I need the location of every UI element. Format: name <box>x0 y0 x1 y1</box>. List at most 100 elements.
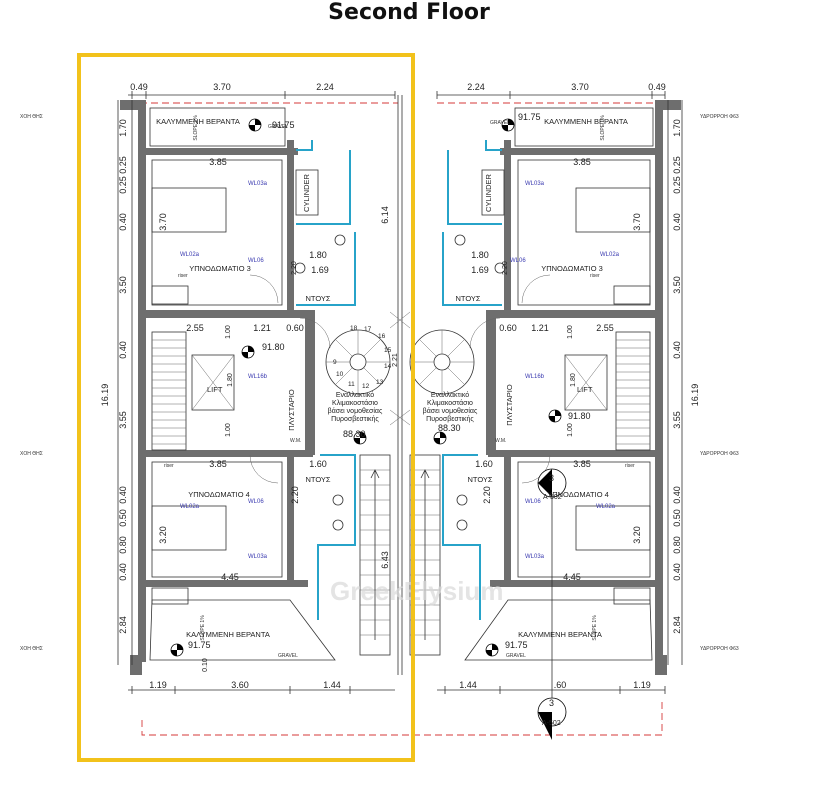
dim-label: 3.70 <box>213 82 231 92</box>
window-tag: WL06 <box>510 258 526 264</box>
dim-label: 0.40 <box>118 213 128 231</box>
room-label: ΥΠΝΟΔΩΜΑΤΙΟ 4 <box>547 490 609 499</box>
right-unit <box>409 100 681 675</box>
cylinder-box <box>295 169 319 216</box>
toilet-icon <box>332 519 344 531</box>
gravel-label: GRAVEL <box>506 653 526 659</box>
room-label: CYLINDER <box>484 173 493 212</box>
dim-label: 1.44 <box>323 680 341 690</box>
side-stair <box>151 331 187 451</box>
room-label: ΝΤΟΥΣ <box>467 475 492 484</box>
slope-label: SLOPE 1% <box>193 115 199 141</box>
stair-note-line: Πυροσβεστικής <box>331 416 379 423</box>
dim-label: 0.60 <box>499 323 517 333</box>
wall <box>663 100 681 110</box>
dim-label: 2.20 <box>502 261 509 275</box>
room-label: CYLINDER <box>302 173 311 212</box>
bed-icon <box>575 187 651 233</box>
wall <box>490 310 663 318</box>
dim-label: 3.55 <box>118 411 128 429</box>
wardrobe <box>613 587 651 605</box>
dim-label: 1.19 <box>149 680 167 690</box>
veranda-bottom <box>464 599 653 661</box>
toilet-icon <box>294 262 306 274</box>
dim-label: 3.70 <box>632 213 642 231</box>
slope-label: SLOPE 1% <box>600 115 606 141</box>
dim-label: 1.60 <box>309 459 327 469</box>
room-label: ΚΑΛΥΜΜΕΝΗ ΒΕΡΑΝΤΑ <box>156 117 240 126</box>
straight-stair <box>409 454 441 656</box>
dim-label: 3.20 <box>158 526 168 544</box>
stair-note-line: Κλιμακοστάσιο <box>332 399 378 407</box>
wall <box>287 455 294 585</box>
wardrobe <box>151 587 189 605</box>
dim-label: 0.40 <box>672 213 682 231</box>
dim-label: 2.20 <box>291 261 298 275</box>
stair-step-number: 17 <box>364 326 372 333</box>
veranda-top <box>514 107 654 147</box>
toilet-icon <box>456 494 468 506</box>
stair-step-number: 16 <box>378 333 386 340</box>
bedroom-3-outline <box>517 159 651 306</box>
level-label: 91.75 <box>272 120 295 130</box>
wm-label: W.M. <box>495 438 506 444</box>
wall <box>504 455 511 585</box>
dim-label: 1.80 <box>471 250 489 260</box>
wardrobe <box>613 285 651 305</box>
dim-label: 1.70 <box>118 119 128 137</box>
level-markers <box>170 118 562 657</box>
section-marker <box>537 468 567 740</box>
dim-label: 3.85 <box>209 157 227 167</box>
dim-label: 0.25 0.25 <box>672 156 682 194</box>
level-label: 91.75 <box>518 112 541 122</box>
bed-icon <box>575 505 651 551</box>
dim-label: 3.70 <box>571 82 589 92</box>
dim-label: 3.55 <box>672 411 682 429</box>
wall <box>490 580 663 587</box>
stair-step-number: 15 <box>384 347 392 354</box>
dim-label: 0.40 <box>672 341 682 359</box>
wall <box>287 140 294 310</box>
cylinder-box <box>481 169 505 216</box>
section-number: 3 <box>549 698 554 708</box>
dim-label: 0.49 <box>648 82 666 92</box>
dim-total: 16.19 <box>690 384 700 407</box>
window-tag: WL02a <box>600 252 620 258</box>
dim-label: 2.20 <box>482 486 492 504</box>
drain-label: ΥΔΡΟΡΡΟΗ Φ63 <box>700 451 739 457</box>
stair-note-line: βάσει νομοθεσίας <box>328 407 383 415</box>
dim-label: 2.24 <box>316 82 334 92</box>
dim-label: 0.40 <box>118 563 128 581</box>
side-stair <box>615 331 651 451</box>
wall <box>655 655 667 675</box>
gravel-label: GRAVEL <box>490 120 510 126</box>
window-tag: WL06 <box>248 258 264 264</box>
section-ref: A-502 <box>543 494 562 501</box>
stair-step-number: 12 <box>362 383 370 390</box>
lift-shaft <box>564 354 608 411</box>
dim-label: 0.50 <box>672 509 682 527</box>
stair-step-number: 9 <box>333 359 337 366</box>
dim-label: 0.49 <box>130 82 148 92</box>
window-tag: WL03a <box>525 554 545 560</box>
toilet-icon <box>494 262 506 274</box>
dim-label: 2.20 <box>290 486 300 504</box>
window-tag: WL06 <box>525 499 541 505</box>
window-tag: WL02a <box>596 504 616 510</box>
dim-label: 0.40 <box>672 563 682 581</box>
dim-label: 3.85 <box>573 157 591 167</box>
window-tag: WL02a <box>180 504 200 510</box>
highlight-frame <box>77 53 415 762</box>
toilet-icon <box>334 234 346 246</box>
stair-step-number: 18 <box>350 325 358 332</box>
dim-label: 2.55 <box>596 323 614 333</box>
dim-total: 16.19 <box>100 384 110 407</box>
dim-label: 1.80 <box>309 250 327 260</box>
dim-label: 1.80 <box>227 373 234 387</box>
room-label: ΚΑΛΥΜΜΕΝΗ ΒΕΡΑΝΤΑ <box>518 630 602 639</box>
stair-note-line: Κλιμακοστάσιο <box>427 399 473 407</box>
bedroom-3-outline <box>151 159 283 306</box>
party-wall <box>389 95 411 675</box>
wall <box>138 148 298 155</box>
dim-label: 6.43 <box>380 551 390 569</box>
